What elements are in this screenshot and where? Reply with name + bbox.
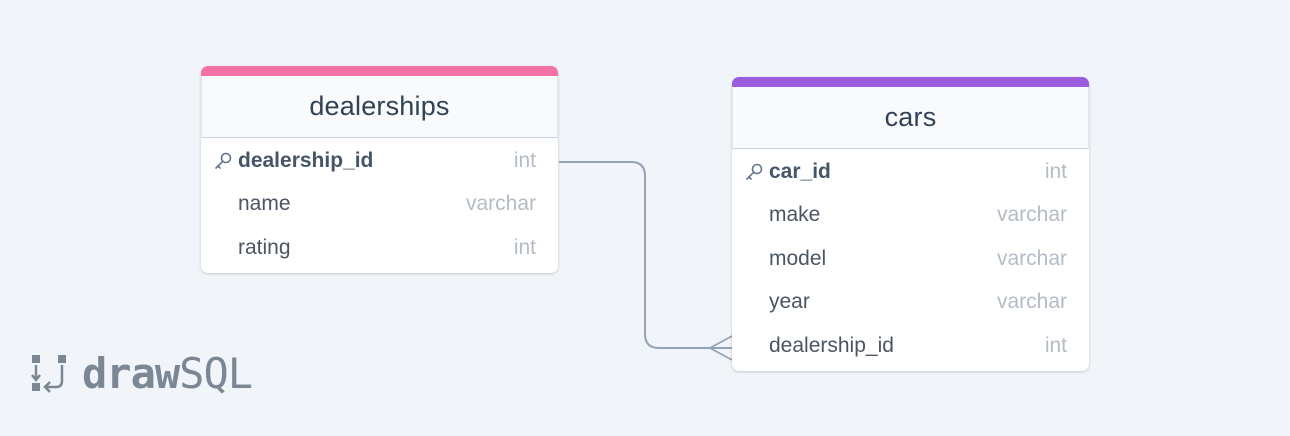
column-type: int — [513, 148, 536, 172]
table-title: cars — [884, 102, 937, 132]
column-name: year — [769, 290, 810, 314]
key-icon — [746, 163, 763, 180]
column-name: rating — [238, 235, 291, 259]
drawsql-logo: draw SQL — [30, 348, 253, 398]
logo-text-sql: SQL — [179, 348, 253, 398]
column-list: car_id int make varchar model varchar ye… — [732, 149, 1089, 371]
relationship-line — [559, 161, 732, 349]
column-row[interactable]: name varchar — [201, 183, 558, 227]
column-name: model — [769, 246, 827, 270]
column-row[interactable]: car_id int — [732, 150, 1089, 194]
column-name: name — [238, 192, 291, 216]
crows-foot-icon — [709, 335, 733, 361]
column-type: int — [1044, 159, 1067, 183]
column-list: dealership_id int name varchar rating in… — [201, 138, 558, 273]
column-row[interactable]: model varchar — [732, 237, 1089, 281]
table-dealerships[interactable]: dealerships dealership_id int name varch… — [201, 66, 558, 273]
drawsql-logo-icon — [31, 355, 66, 393]
key-icon — [215, 152, 232, 169]
column-type: varchar — [996, 203, 1067, 227]
column-row[interactable]: make varchar — [732, 194, 1089, 238]
logo-text-draw: draw — [82, 348, 180, 398]
column-name: dealership_id — [238, 148, 374, 172]
table-title: dealerships — [309, 91, 450, 121]
column-row[interactable]: year varchar — [732, 281, 1089, 325]
table-accent-bar — [732, 77, 1089, 87]
column-name: dealership_id — [769, 333, 894, 357]
table-header[interactable]: dealerships — [201, 76, 558, 138]
column-type: varchar — [996, 246, 1067, 270]
column-type: varchar — [996, 290, 1067, 314]
column-type: int — [1044, 333, 1067, 357]
column-name: car_id — [769, 159, 831, 183]
column-type: int — [513, 235, 536, 259]
column-row[interactable]: dealership_id int — [201, 139, 558, 183]
column-name: make — [769, 203, 821, 227]
column-row[interactable]: rating int — [201, 226, 558, 270]
table-accent-bar — [201, 66, 558, 76]
column-row[interactable]: dealership_id int — [732, 324, 1089, 368]
column-type: varchar — [465, 192, 536, 216]
table-header[interactable]: cars — [732, 87, 1089, 149]
table-cars[interactable]: cars car_id int make varchar model varch… — [732, 77, 1089, 371]
